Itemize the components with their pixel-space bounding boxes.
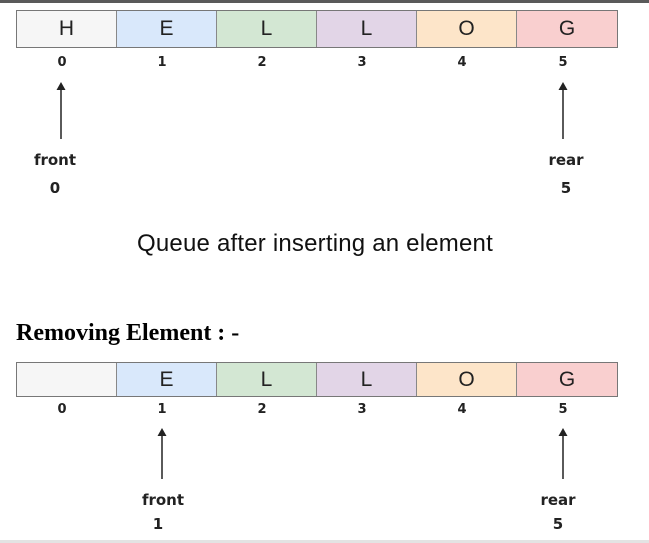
index-label-2: 2 [257, 402, 267, 417]
front-label: front [33, 151, 77, 169]
index-label-3: 3 [357, 55, 367, 70]
top-border [0, 0, 649, 3]
queue-cell-5: G [517, 11, 617, 47]
queue-cell-5: G [517, 363, 617, 396]
front-pointer-arrow-icon [157, 428, 167, 479]
rear-pointer-arrow-icon [558, 82, 568, 139]
index-label-0: 0 [57, 55, 67, 70]
queue-cell-0 [17, 363, 117, 396]
queue-cell-4: O [417, 363, 517, 396]
index-label-5: 5 [558, 55, 568, 70]
index-label-4: 4 [457, 402, 467, 417]
bottom-border [0, 540, 649, 543]
queue-array-after-insert: H E L L O G [16, 10, 618, 48]
index-label-1: 1 [157, 402, 167, 417]
rear-label: rear [548, 151, 584, 169]
rear-label: rear [540, 491, 576, 509]
rear-value: 5 [552, 515, 564, 533]
queue-cell-4: O [417, 11, 517, 47]
rear-pointer-arrow-icon [558, 428, 568, 479]
front-value: 1 [152, 515, 164, 533]
index-label-0: 0 [57, 402, 67, 417]
front-pointer-arrow-icon [56, 82, 66, 139]
queue-cell-2: L [217, 363, 317, 396]
queue-cell-2: L [217, 11, 317, 47]
section-heading: Removing Element : - [16, 320, 240, 346]
queue-cell-1: E [117, 363, 217, 396]
index-label-3: 3 [357, 402, 367, 417]
front-label: front [141, 491, 185, 509]
index-label-5: 5 [558, 402, 568, 417]
diagram-caption: Queue after inserting an element [137, 230, 493, 257]
front-value: 0 [49, 179, 61, 197]
queue-cell-0: H [17, 11, 117, 47]
index-label-4: 4 [457, 55, 467, 70]
index-label-1: 1 [157, 55, 167, 70]
index-label-2: 2 [257, 55, 267, 70]
queue-cell-3: L [317, 11, 417, 47]
queue-array-after-remove: E L L O G [16, 362, 618, 397]
rear-value: 5 [560, 179, 572, 197]
queue-cell-3: L [317, 363, 417, 396]
queue-cell-1: E [117, 11, 217, 47]
